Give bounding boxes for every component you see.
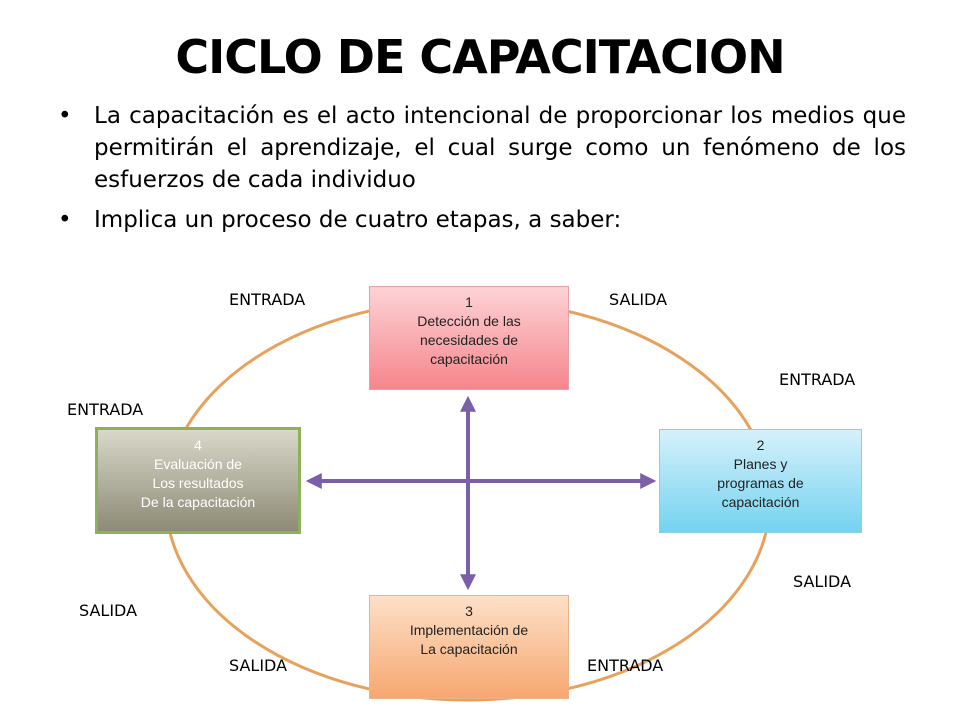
stage-number: 4	[194, 437, 202, 453]
stage-number: 1	[465, 294, 473, 310]
bullet-item: • Implica un proceso de cuatro etapas, a…	[58, 204, 906, 236]
salida-label: SALIDA	[79, 601, 138, 620]
bullet-list: • La capacitación es el acto intencional…	[58, 100, 906, 244]
entrada-label: ENTRADA	[67, 400, 144, 419]
salida-label: SALIDA	[609, 290, 668, 309]
salida-label: SALIDA	[793, 572, 852, 591]
stage-text: necesidades de	[419, 332, 519, 348]
bullet-icon: •	[58, 103, 72, 129]
stage-text: Implementación de	[409, 622, 529, 638]
stage-number: 2	[756, 437, 765, 453]
stage-text: Los resultados	[152, 475, 244, 491]
stage-text: De la capacitación	[140, 494, 256, 510]
stage-text: Planes y	[733, 456, 788, 472]
stage-1-box: 1 Detección de las necesidades de capaci…	[369, 286, 569, 390]
salida-label: SALIDA	[229, 656, 288, 675]
stage-text: capacitación	[430, 351, 508, 367]
bullet-text: Implica un proceso de cuatro etapas, a s…	[94, 207, 622, 233]
bullet-icon: •	[58, 207, 72, 233]
entrada-label: ENTRADA	[229, 290, 306, 309]
bullet-text: La capacitación es el acto intencional d…	[94, 103, 906, 193]
stage-text: Evaluación de	[154, 456, 242, 472]
stage-text: capacitación	[721, 494, 800, 510]
stage-3-box: 3 Implementación de La capacitación	[369, 595, 569, 699]
entrada-label: ENTRADA	[779, 370, 856, 389]
stage-number: 3	[465, 603, 473, 619]
entrada-label: ENTRADA	[587, 656, 664, 675]
slide-title: CICLO DE CAPACITACION	[175, 30, 785, 84]
bullet-item: • La capacitación es el acto intencional…	[58, 100, 906, 196]
stage-text: Detección de las	[417, 313, 521, 329]
stage-text: La capacitación	[420, 641, 518, 657]
stage-2-box: 2 Planes y programas de capacitación	[659, 429, 862, 533]
stage-4-box: 4 Evaluación de Los resultados De la cap…	[95, 427, 301, 534]
stage-text: programas de	[717, 475, 804, 491]
